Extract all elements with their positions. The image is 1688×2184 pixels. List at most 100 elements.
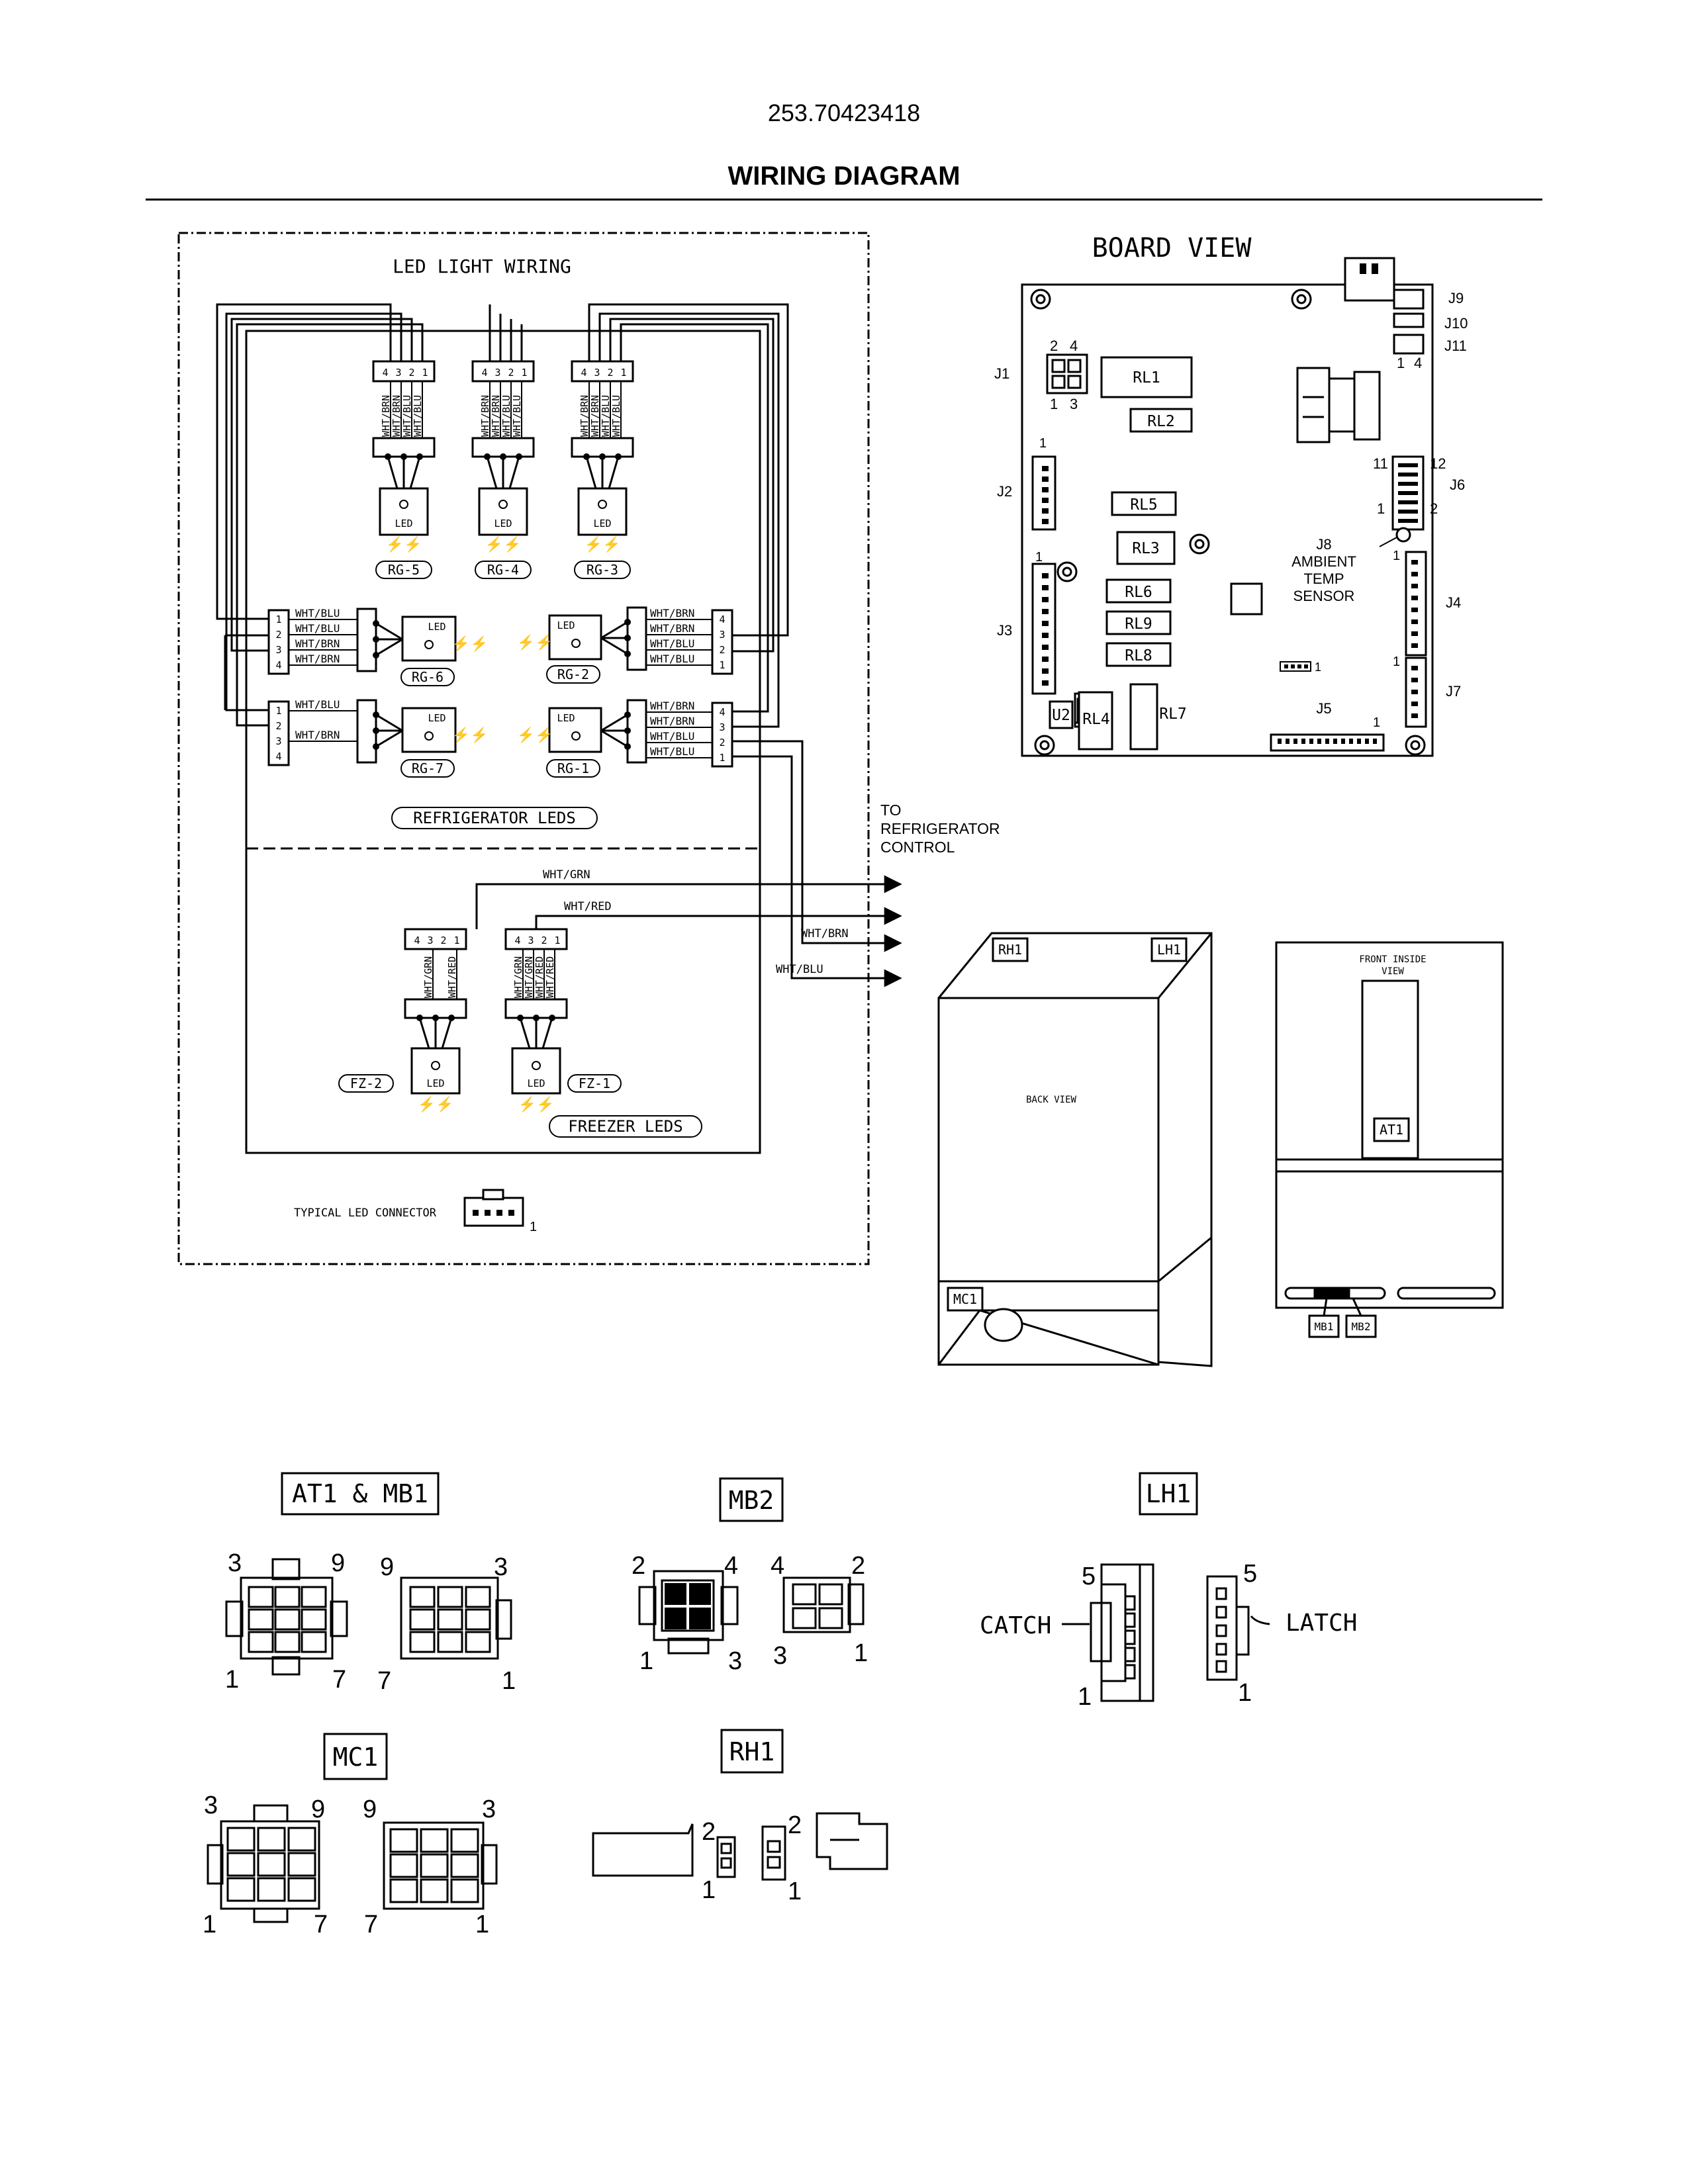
svg-text:1: 1 — [530, 1220, 537, 1234]
connector-lh1: LH1 5 1 5 1 CATCH LATCH — [980, 1472, 1357, 1711]
fz1-label: FZ-1 — [579, 1075, 610, 1091]
refrigerator-leds-pill — [391, 807, 598, 829]
rg2-label: RG-2 — [557, 666, 589, 682]
rh1-location: RH1 — [998, 942, 1022, 958]
svg-text:7: 7 — [377, 1667, 391, 1695]
svg-text:LED: LED — [428, 712, 445, 724]
svg-text:TEMP: TEMP — [1303, 570, 1344, 587]
svg-text:WHT/BRN: WHT/BRN — [579, 395, 590, 437]
connector-mb2: MB2 2 4 1 3 4 2 3 1 — [632, 1477, 868, 1675]
freezer-leds-label: FREEZER LEDS — [568, 1117, 682, 1136]
svg-text:4: 4 — [275, 659, 281, 671]
svg-text:3: 3 — [773, 1642, 787, 1670]
svg-text:TYPICAL LED CONNECTOR: TYPICAL LED CONNECTOR — [294, 1206, 437, 1220]
svg-text:9: 9 — [311, 1796, 325, 1823]
svg-text:2: 2 — [541, 934, 547, 946]
wire-label-red: WHT/RED — [564, 900, 612, 913]
connector-rh1: RH1 2 1 2 1 — [592, 1729, 888, 1905]
svg-text:⚡⚡: ⚡⚡ — [452, 727, 489, 744]
svg-text:1: 1 — [702, 1876, 716, 1904]
svg-text:9: 9 — [331, 1549, 345, 1577]
refrigerator-text: REFRIGERATOR — [880, 820, 1000, 837]
svg-text:WHT/GRN: WHT/GRN — [422, 956, 434, 998]
svg-text:⚡⚡: ⚡⚡ — [386, 536, 422, 553]
fz2-label: FZ-2 — [350, 1075, 382, 1091]
svg-text:WHT/GRN: WHT/GRN — [512, 956, 524, 998]
svg-text:3: 3 — [1070, 396, 1078, 412]
j1-label: J1 — [994, 365, 1009, 382]
svg-text:7: 7 — [332, 1666, 346, 1694]
svg-text:1: 1 — [1373, 715, 1380, 730]
svg-text:2: 2 — [275, 629, 281, 641]
svg-text:5: 5 — [1243, 1560, 1257, 1588]
transformer — [1296, 367, 1381, 443]
led-panel-title: LED LIGHT WIRING — [393, 255, 571, 277]
svg-text:12: 12 — [1430, 455, 1446, 472]
front-view-label-1: FRONT INSIDE — [1359, 954, 1426, 965]
svg-text:WHT/BLU: WHT/BLU — [295, 607, 340, 619]
svg-text:WHT/BRN: WHT/BRN — [589, 395, 601, 437]
j8-label: J8 — [1316, 536, 1331, 553]
svg-text:4: 4 — [514, 934, 520, 946]
svg-text:3: 3 — [275, 644, 281, 656]
svg-text:WHT/BLU: WHT/BLU — [401, 395, 413, 437]
svg-text:1: 1 — [225, 1666, 239, 1694]
wire-label-blu: WHT/BLU — [776, 963, 823, 976]
svg-text:1: 1 — [719, 752, 725, 764]
svg-text:1: 1 — [1078, 1683, 1092, 1711]
svg-text:1: 1 — [521, 367, 527, 379]
svg-text:1: 1 — [788, 1878, 802, 1905]
lh1-location: LH1 — [1157, 942, 1181, 958]
svg-text:4: 4 — [275, 751, 281, 762]
svg-text:WHT/BLU: WHT/BLU — [650, 730, 694, 743]
to-text: TO — [880, 801, 902, 819]
svg-text:2: 2 — [851, 1552, 865, 1580]
svg-text:1: 1 — [620, 367, 626, 379]
rl2-label: RL2 — [1147, 413, 1175, 430]
svg-text:LED: LED — [593, 518, 611, 529]
wire-label-brn: WHT/BRN — [801, 927, 849, 940]
svg-text:⚡⚡: ⚡⚡ — [517, 634, 553, 651]
svg-text:1: 1 — [1377, 500, 1385, 517]
svg-text:3: 3 — [228, 1549, 242, 1577]
svg-text:9: 9 — [380, 1553, 394, 1581]
j11-label: J11 — [1444, 338, 1467, 354]
rl6-label: RL6 — [1125, 584, 1152, 601]
svg-text:MB2: MB2 — [729, 1486, 774, 1515]
svg-text:WHT/BRN: WHT/BRN — [650, 700, 694, 712]
svg-text:5: 5 — [1082, 1563, 1096, 1590]
svg-text:3: 3 — [395, 367, 401, 379]
svg-text:4: 4 — [771, 1552, 784, 1580]
rl3-label: RL3 — [1132, 540, 1160, 557]
svg-text:WHT/BLU: WHT/BLU — [610, 395, 622, 437]
j10-label: J10 — [1444, 315, 1468, 332]
svg-text:1: 1 — [1393, 655, 1400, 669]
svg-text:WHT/BLU: WHT/BLU — [650, 637, 694, 650]
svg-text:2: 2 — [607, 367, 613, 379]
svg-text:LED: LED — [557, 619, 575, 631]
mc1-location: MC1 — [953, 1291, 977, 1307]
svg-text:⚡⚡: ⚡⚡ — [452, 635, 489, 653]
svg-text:4: 4 — [719, 706, 725, 718]
svg-text:2: 2 — [1430, 500, 1438, 517]
svg-text:⚡⚡: ⚡⚡ — [518, 1096, 555, 1113]
svg-text:1: 1 — [1238, 1679, 1252, 1707]
svg-text:⚡⚡: ⚡⚡ — [585, 536, 621, 553]
svg-text:1: 1 — [854, 1639, 868, 1667]
rl1-label: RL1 — [1133, 369, 1160, 387]
svg-text:1: 1 — [1397, 355, 1405, 371]
svg-text:7: 7 — [364, 1911, 378, 1938]
svg-text:WHT/BRN: WHT/BRN — [650, 715, 694, 727]
svg-text:WHT/BRN: WHT/BRN — [650, 607, 694, 619]
svg-text:4: 4 — [1070, 338, 1078, 354]
svg-text:2: 2 — [508, 367, 514, 379]
control-text: CONTROL — [880, 839, 955, 856]
